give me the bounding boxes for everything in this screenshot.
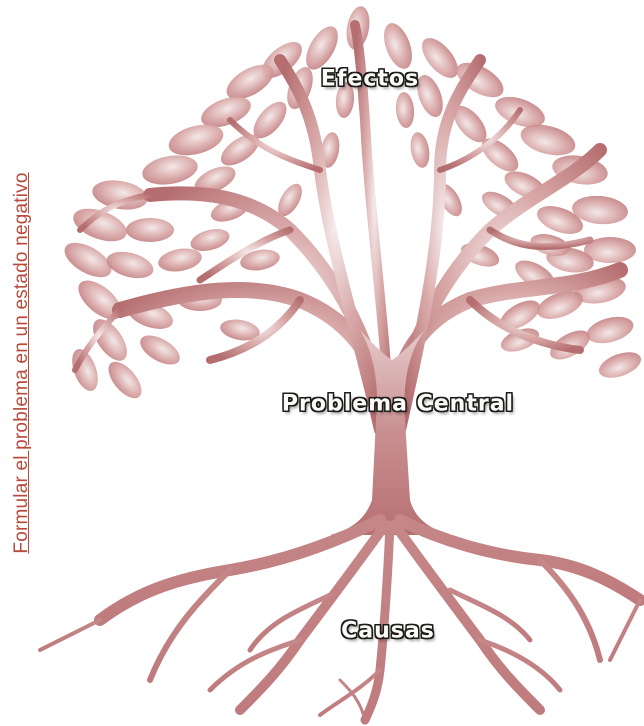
leaf	[596, 347, 644, 383]
central-problem-label: Problema Central	[282, 392, 514, 417]
trunk	[330, 330, 450, 535]
leaf	[104, 247, 157, 283]
side-instruction-label: Formular el problema en un estado negati…	[11, 172, 33, 553]
effects-label: Efectos	[321, 67, 419, 92]
roots	[40, 520, 640, 720]
leaf	[408, 131, 432, 170]
causes-label: Causas	[341, 619, 435, 644]
leaf	[72, 273, 129, 326]
leaf	[379, 19, 418, 72]
leaf	[102, 356, 147, 404]
leaf	[140, 151, 200, 188]
leaf	[126, 218, 174, 242]
leaf	[584, 312, 637, 348]
leaf	[394, 91, 415, 128]
leaf	[135, 329, 184, 370]
